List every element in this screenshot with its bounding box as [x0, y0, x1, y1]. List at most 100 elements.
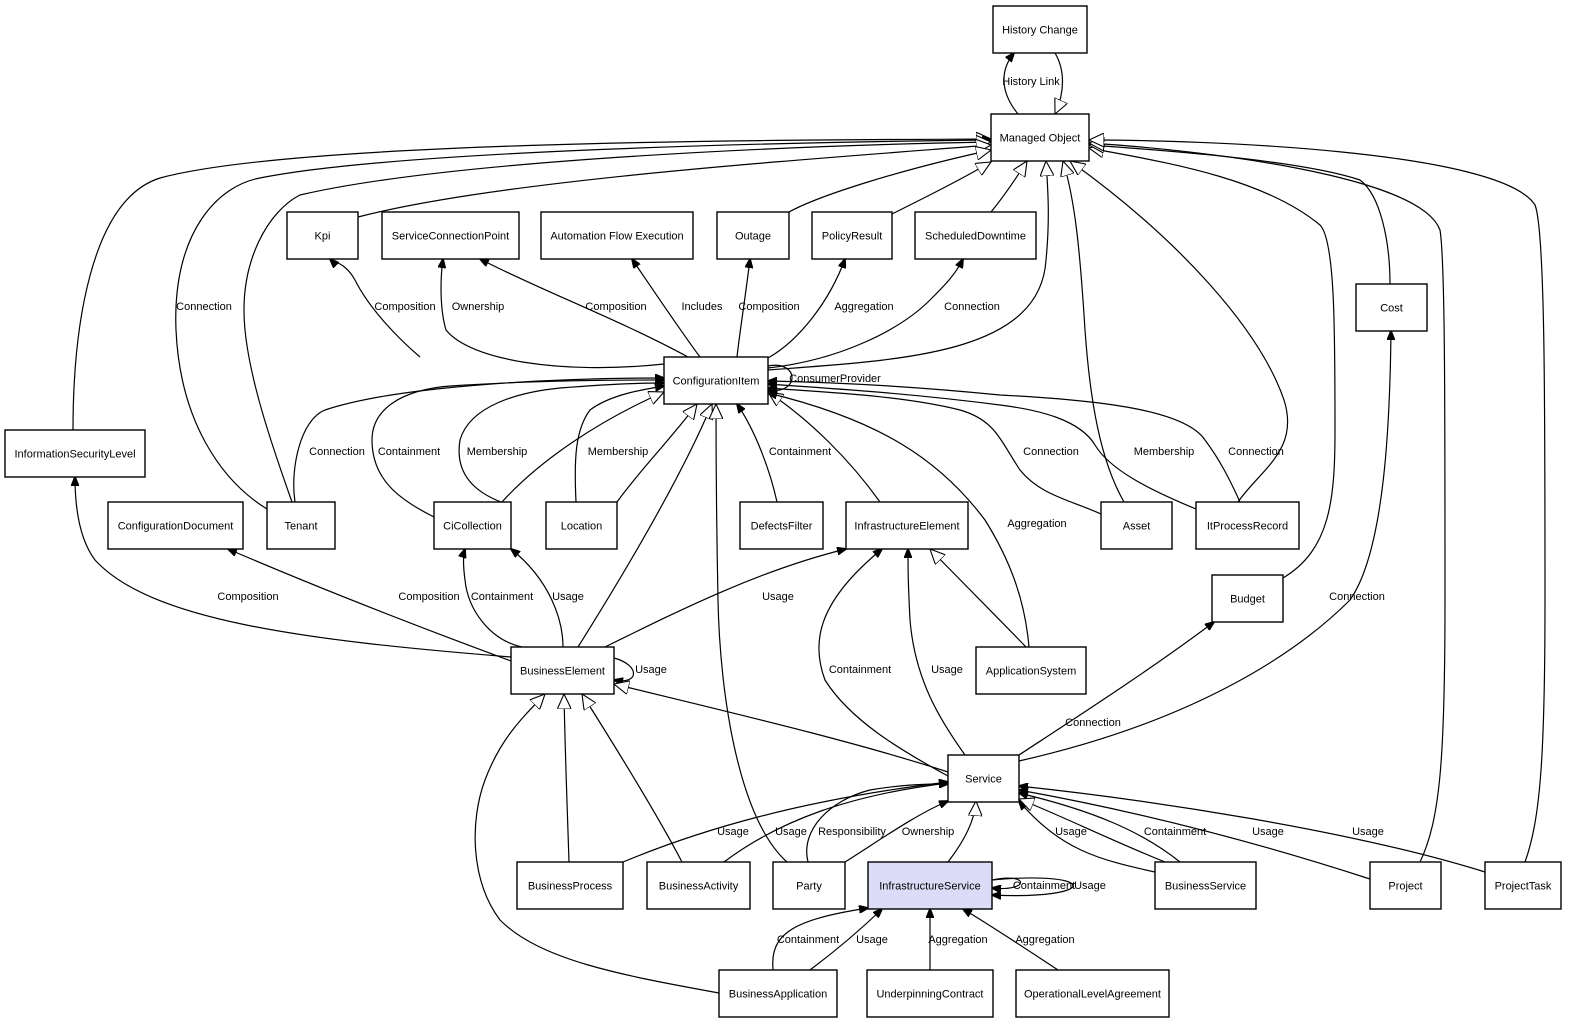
edge-label: Containment	[1144, 826, 1206, 838]
edge-label: Usage	[856, 934, 888, 946]
edge-historyChange-to-managedObject	[1055, 52, 1063, 114]
node-box[interactable]	[975, 646, 1087, 695]
node-box[interactable]	[867, 861, 993, 910]
node-tenant[interactable]: Tenant	[266, 501, 336, 550]
node-managed-object[interactable]: Managed Object	[990, 113, 1090, 162]
node-business-process[interactable]: BusinessProcess	[516, 861, 624, 910]
node-box[interactable]	[718, 969, 838, 1018]
node-box[interactable]	[545, 501, 618, 550]
node-box[interactable]	[1015, 969, 1170, 1018]
association-arrow	[441, 259, 665, 369]
node-box[interactable]	[1195, 501, 1300, 550]
node-box[interactable]	[1484, 861, 1562, 910]
node-history-change[interactable]: History Change	[992, 5, 1088, 54]
node-config-doc[interactable]: ConfigurationDocument	[107, 501, 244, 550]
node-defects-filter[interactable]: DefectsFilter	[739, 501, 824, 550]
node-box[interactable]	[845, 501, 969, 550]
node-cost[interactable]: Cost	[1355, 283, 1428, 332]
node-isl[interactable]: InformationSecurityLevel	[4, 429, 146, 478]
node-box[interactable]	[433, 501, 512, 550]
node-box[interactable]	[510, 646, 615, 695]
node-box[interactable]	[914, 211, 1037, 260]
node-underpinning-contract[interactable]: UnderpinningContract	[866, 969, 994, 1018]
edge-service-to-infraElement	[818, 549, 949, 777]
node-box[interactable]	[286, 211, 359, 260]
edge-label: Usage	[717, 826, 749, 838]
association-arrow	[480, 259, 689, 358]
node-box[interactable]	[540, 211, 694, 260]
node-business-service[interactable]: BusinessService	[1154, 861, 1257, 910]
node-box[interactable]	[646, 861, 751, 910]
node-box[interactable]	[990, 113, 1090, 162]
edge-label: Responsibility	[818, 826, 886, 838]
edge-service-to-infraElement	[908, 549, 966, 756]
node-box[interactable]	[1154, 861, 1257, 910]
association-arrow	[768, 381, 1241, 503]
node-kpi[interactable]: Kpi	[286, 211, 359, 260]
node-ola[interactable]: OperationalLevelAgreement	[1015, 969, 1170, 1018]
node-label: History Change	[1002, 24, 1078, 36]
node-box[interactable]	[947, 754, 1020, 803]
edge-label: Composition	[217, 591, 278, 603]
node-box[interactable]	[107, 501, 244, 550]
inheritance-arrow	[577, 404, 712, 648]
node-project-task[interactable]: ProjectTask	[1484, 861, 1562, 910]
inheritance-arrow	[1089, 148, 1336, 579]
node-infra-element[interactable]: InfrastructureElement	[845, 501, 969, 550]
association-arrow	[963, 909, 1059, 971]
node-business-application[interactable]: BusinessApplication	[718, 969, 838, 1018]
node-policy-result[interactable]: PolicyResult	[811, 211, 893, 260]
inheritance-arrow	[990, 161, 1027, 213]
inheritance-arrow	[1070, 161, 1289, 503]
node-label: BusinessService	[1165, 880, 1246, 892]
node-box[interactable]	[739, 501, 824, 550]
node-ci-collection[interactable]: CiCollection	[433, 501, 512, 550]
node-box[interactable]	[663, 356, 769, 405]
node-application-system[interactable]: ApplicationSystem	[975, 646, 1087, 695]
edge-label: Usage	[775, 826, 807, 838]
inheritance-arrow	[930, 549, 1027, 648]
node-party[interactable]: Party	[772, 861, 846, 910]
node-outage[interactable]: Outage	[716, 211, 790, 260]
node-box[interactable]	[811, 211, 893, 260]
node-box[interactable]	[866, 969, 994, 1018]
node-box[interactable]	[1355, 283, 1428, 332]
edge-label: Containment	[378, 446, 440, 458]
inheritance-arrow	[474, 694, 720, 994]
node-box[interactable]	[1211, 574, 1284, 623]
node-box[interactable]	[992, 5, 1088, 54]
edge-label: Composition	[374, 301, 435, 313]
node-business-activity[interactable]: BusinessActivity	[646, 861, 751, 910]
edge-service-to-businessElement	[614, 684, 949, 773]
node-location[interactable]: Location	[545, 501, 618, 550]
node-box[interactable]	[381, 211, 520, 260]
node-box[interactable]	[716, 211, 790, 260]
node-business-element[interactable]: BusinessElement	[510, 646, 615, 695]
node-it-process-record[interactable]: ItProcessRecord	[1195, 501, 1300, 550]
node-scp[interactable]: ServiceConnectionPoint	[381, 211, 520, 260]
node-label: ScheduledDowntime	[925, 230, 1026, 242]
edge-label: Usage	[1055, 826, 1087, 838]
node-scheduled-downtime[interactable]: ScheduledDowntime	[914, 211, 1037, 260]
node-box[interactable]	[266, 501, 336, 550]
node-box[interactable]	[516, 861, 624, 910]
node-project[interactable]: Project	[1369, 861, 1442, 910]
node-box[interactable]	[4, 429, 146, 478]
node-asset[interactable]: Asset	[1100, 501, 1173, 550]
node-box[interactable]	[1369, 861, 1442, 910]
node-budget[interactable]: Budget	[1211, 574, 1284, 623]
node-box[interactable]	[772, 861, 846, 910]
node-afe[interactable]: Automation Flow Execution	[540, 211, 694, 260]
association-arrow	[767, 259, 845, 359]
node-label: Budget	[1230, 593, 1265, 605]
node-label: Location	[561, 520, 603, 532]
inheritance-arrow	[501, 392, 664, 503]
inheritance-arrow	[1019, 799, 1166, 863]
association-arrow	[371, 380, 664, 518]
inheritance-arrow	[72, 139, 991, 431]
node-infra-service[interactable]: InfrastructureService	[867, 861, 993, 910]
node-ci[interactable]: ConfigurationItem	[663, 356, 769, 405]
node-service[interactable]: Service	[947, 754, 1020, 803]
node-box[interactable]	[1100, 501, 1173, 550]
